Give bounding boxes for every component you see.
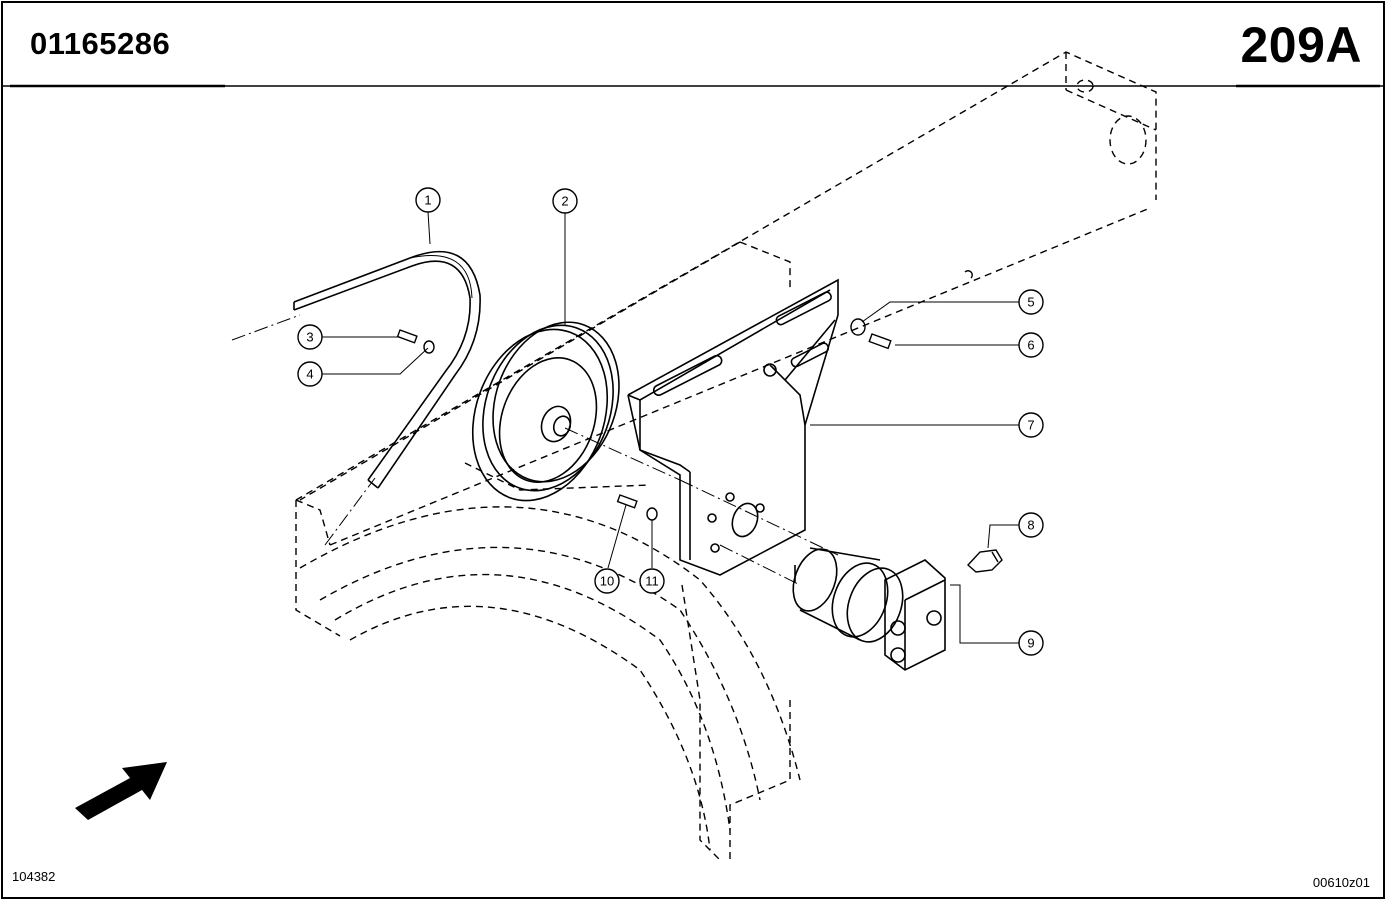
chassis-outline <box>295 51 1157 861</box>
leader-lines <box>322 211 1019 644</box>
svg-text:5: 5 <box>1027 295 1034 310</box>
svg-text:4: 4 <box>306 367 313 382</box>
svg-text:7: 7 <box>1027 418 1034 433</box>
callout-5: 5 <box>1018 289 1044 315</box>
svg-text:1: 1 <box>424 193 431 208</box>
svg-text:6: 6 <box>1027 338 1034 353</box>
direction-arrow-icon <box>75 762 167 820</box>
callout-3: 3 <box>297 324 323 350</box>
callout-7: 7 <box>1018 412 1044 438</box>
belt-centerline <box>231 314 839 586</box>
pulley-drawing <box>471 321 620 502</box>
svg-text:10: 10 <box>600 574 614 589</box>
callout-10: 10 <box>594 568 620 594</box>
svg-text:2: 2 <box>561 194 568 209</box>
svg-text:8: 8 <box>1027 518 1034 533</box>
svg-text:9: 9 <box>1027 636 1034 651</box>
callout-4: 4 <box>297 361 323 387</box>
hydraulic-motor-drawing <box>792 547 946 671</box>
callout-1: 1 <box>415 187 441 213</box>
hardware-drawing <box>396 270 1003 573</box>
drawing-number: 104382 <box>12 869 56 884</box>
svg-text:3: 3 <box>306 330 313 345</box>
callout-9: 9 <box>1018 630 1044 656</box>
sheet-reference: 00610z01 <box>1312 875 1370 890</box>
v-belt-drawing <box>293 250 481 489</box>
motor-bracket-drawing <box>627 278 839 576</box>
page-code: 209A <box>1240 17 1362 73</box>
svg-text:11: 11 <box>645 574 659 589</box>
callout-11: 11 <box>639 568 665 594</box>
callout-8: 8 <box>1018 512 1044 538</box>
callout-6: 6 <box>1018 332 1044 358</box>
part-number: 01165286 <box>30 26 171 61</box>
callout-balloons: 1 2 3 4 5 6 7 8 9 10 11 <box>297 187 1044 656</box>
callout-2: 2 <box>552 188 578 214</box>
